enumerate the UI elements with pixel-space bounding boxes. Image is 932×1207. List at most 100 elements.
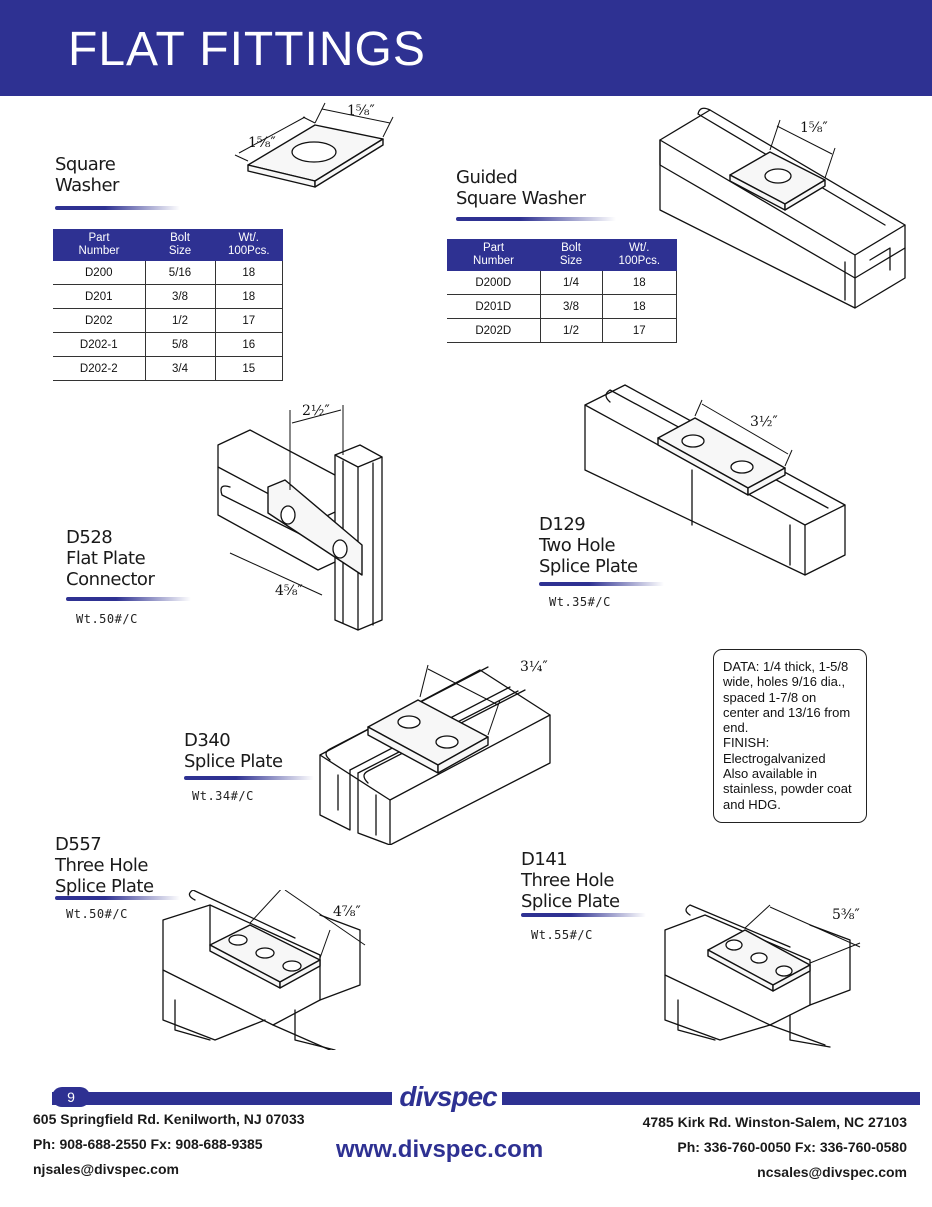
data-line: center and 13/16 from [723, 704, 851, 720]
divspec-logo: divspec [399, 1081, 497, 1112]
d141-hole [775, 965, 793, 977]
logo-background [392, 1086, 502, 1112]
d528-label-line: Flat Plate [66, 548, 146, 569]
left-address-email[interactable]: njsales@divspec.com [33, 1161, 179, 1177]
data-line: and HDG. [723, 796, 781, 812]
d557-label-line: Splice Plate [55, 876, 154, 897]
right-address-email[interactable]: ncsales@divspec.com [757, 1164, 907, 1180]
d129-underline [539, 582, 664, 586]
d340-underline [184, 776, 314, 780]
header-bar [0, 0, 932, 96]
right-address-street: 4785 Kirk Rd. Winston-Salem, NC 27103 [642, 1114, 907, 1130]
d528-drawing: 2½″ 4⁵⁄₈″ [217, 403, 383, 631]
data-line: Electrogalvanized [723, 750, 826, 766]
d129-label-line: D129 [539, 514, 586, 535]
d340-label: D340 Splice Plate [184, 730, 283, 772]
d129-weight: Wt.35#/C [549, 595, 611, 609]
d528-hole [280, 505, 296, 525]
guided-washer-underline [456, 217, 616, 221]
data-line: stainless, powder coat [723, 781, 852, 797]
d528-dim-bottom: 4⁵⁄₈″ [275, 583, 303, 599]
d141-drawing: 5⅜″ [664, 904, 861, 1048]
d557-drawing: 4⅞″ [162, 890, 366, 1050]
table-header-weight: Wt/.100Pcs. [215, 229, 283, 261]
guided-washer-dim: 1⁵⁄₈″ [800, 120, 828, 136]
d340-dim: 3¼″ [520, 659, 548, 675]
data-line: Also available in [723, 766, 817, 782]
d557-hole [228, 934, 248, 946]
d129-label-line: Splice Plate [539, 556, 638, 577]
right-address-phone: Ph: 336-760-0050 Fx: 336-760-0580 [677, 1139, 907, 1155]
d557-label: D557 Three Hole Splice Plate [55, 834, 154, 897]
guided-washer-label: Guided Square Washer [456, 167, 586, 209]
d528-underline [66, 597, 191, 601]
d528-hole [332, 539, 348, 559]
data-line: FINISH: [723, 735, 770, 751]
d129-hole [681, 434, 705, 448]
square-washer-label-line: Square [55, 154, 116, 175]
guided-washer-label-line: Guided [456, 167, 518, 188]
d557-underline [55, 896, 180, 900]
d528-dim-top: 2½″ [302, 403, 330, 419]
d129-drawing: 3½″ [584, 384, 846, 576]
data-line: spaced 1-7/8 on [723, 689, 817, 705]
left-address-phone: Ph: 908-688-2550 Fx: 908-688-9385 [33, 1136, 263, 1152]
d129-label: D129 Two Hole Splice Plate [539, 514, 638, 577]
d557-weight: Wt.50#/C [66, 907, 128, 921]
d141-dim: 5⅜″ [832, 907, 860, 923]
square-washer-label-line: Washer [55, 175, 119, 196]
d141-label-line: Three Hole [521, 870, 614, 891]
d141-label-line: D141 [521, 849, 568, 870]
d528-label-line: D528 [66, 527, 113, 548]
d528-label-line: Connector [66, 569, 155, 590]
d141-label: D141 Three Hole Splice Plate [521, 849, 620, 912]
d528-label: D528 Flat Plate Connector [66, 527, 155, 590]
table-header-weight: Wt/.100Pcs. [602, 239, 677, 271]
page-number: 9 [52, 1087, 90, 1107]
data-box: DATA: 1/4 thick, 1-5/8 wide, holes 9/16 … [713, 649, 867, 823]
d340-weight: Wt.34#/C [192, 789, 254, 803]
guided-washer-drawing: 1⁵⁄₈″ [659, 107, 906, 309]
square-washer-label: Square Washer [55, 154, 119, 196]
square-washer-drawing: 1⁵⁄₈″ 1⁵⁄₈″ [234, 102, 394, 188]
left-address-street: 605 Springfield Rd. Kenilworth, NJ 07033 [33, 1111, 305, 1127]
data-line: wide, holes 9/16 dia., [723, 674, 846, 690]
washer-dim-length: 1⁵⁄₈″ [248, 135, 276, 151]
washer-dim-width: 1⁵⁄₈″ [347, 103, 375, 119]
d340-drawing: 3¼″ [319, 659, 551, 845]
guided-washer-hole [764, 168, 792, 184]
d557-hole [282, 960, 302, 972]
d557-label-line: Three Hole [55, 855, 148, 876]
washer-hole [291, 141, 337, 163]
washer-edge [314, 138, 384, 188]
d129-hole [730, 460, 754, 474]
page-title: FLAT FITTINGS [68, 23, 426, 76]
d340-hole [397, 715, 421, 729]
d129-dim: 3½″ [750, 414, 778, 430]
d557-hole [255, 947, 275, 959]
d557-label-line: D557 [55, 834, 102, 855]
d141-underline [521, 913, 646, 917]
website-link[interactable]: www.divspec.com [336, 1136, 544, 1163]
d141-label-line: Splice Plate [521, 891, 620, 912]
d340-label-line: Splice Plate [184, 751, 283, 772]
d141-hole [750, 952, 768, 964]
data-line: DATA: 1/4 thick, 1-5/8 [723, 659, 849, 674]
d340-label-line: D340 [184, 730, 231, 751]
d340-hole [435, 735, 459, 749]
square-washer-underline [55, 206, 180, 210]
